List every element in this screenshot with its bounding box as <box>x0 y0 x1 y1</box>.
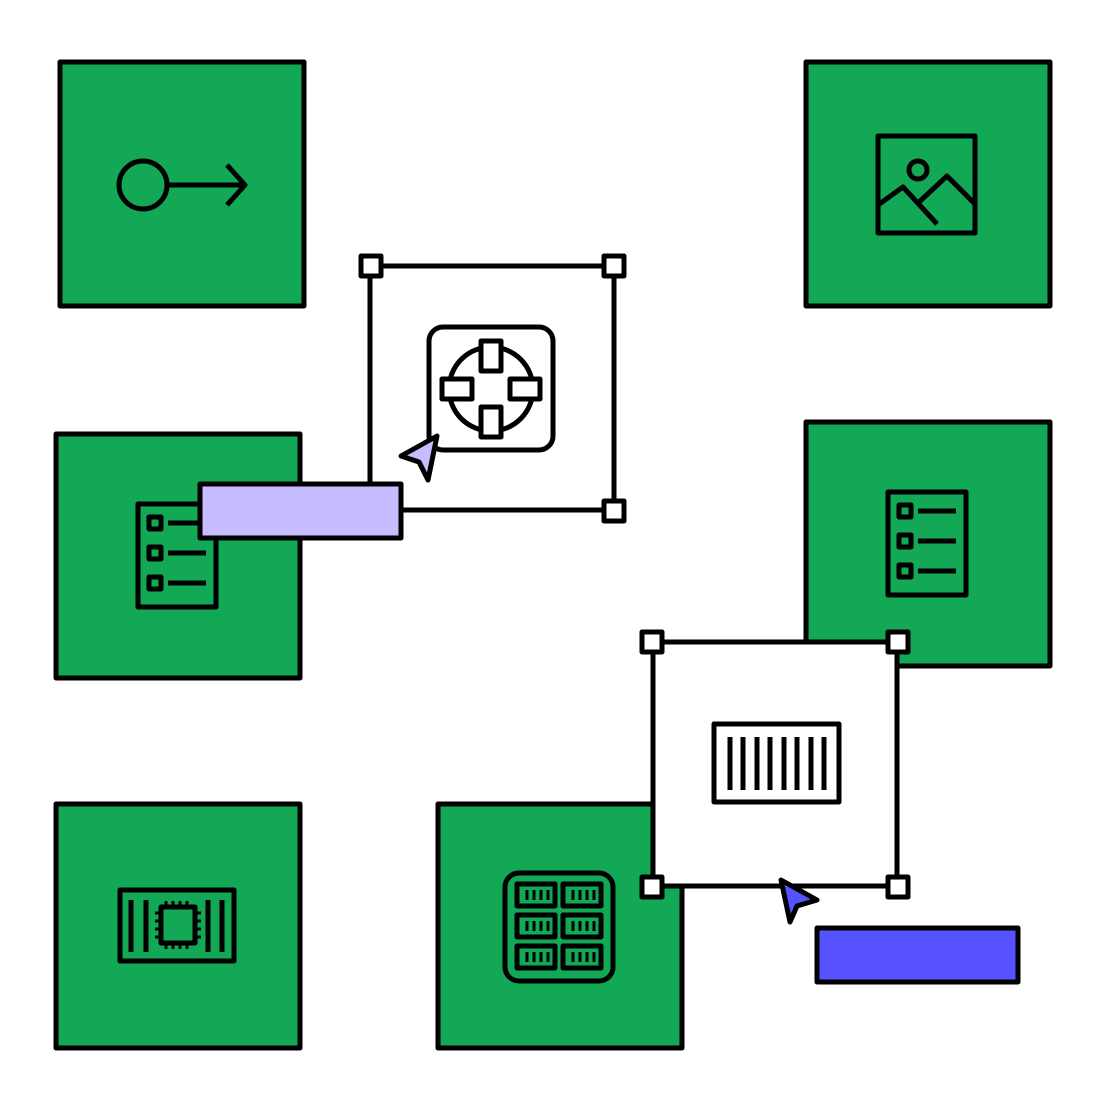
resize-handle-bottom-right[interactable] <box>601 498 627 524</box>
checklist-icon <box>885 489 969 598</box>
checklist-icon <box>135 501 219 610</box>
lifebuoy-icon <box>426 324 556 453</box>
resize-handle-bottom-right[interactable] <box>885 874 911 900</box>
tile-checklist-right[interactable] <box>803 419 1053 669</box>
cursor-arrow-icon <box>398 433 440 483</box>
tile-cpu[interactable] <box>53 801 303 1051</box>
label-bar-light-purple <box>197 481 404 541</box>
login-arrow-icon <box>116 158 248 212</box>
resize-handle-top-right[interactable] <box>885 629 911 655</box>
selection-box-lifebuoy[interactable] <box>358 253 627 524</box>
tile-checklist-left[interactable] <box>53 431 303 681</box>
resize-handle-top-right[interactable] <box>601 253 627 279</box>
resize-handle-top-left[interactable] <box>639 629 665 655</box>
server-grid-icon <box>502 870 616 984</box>
tile-server-grid[interactable] <box>435 801 685 1051</box>
resize-handle-bottom-left[interactable] <box>639 874 665 900</box>
barcode-icon <box>711 721 842 805</box>
cpu-chip-icon <box>117 887 237 964</box>
selection-box-barcode[interactable] <box>639 629 911 900</box>
image-icon <box>875 133 978 236</box>
tile-login[interactable] <box>57 59 307 309</box>
cursor-arrow-icon <box>778 877 820 925</box>
label-bar-blue <box>814 925 1021 985</box>
tile-image[interactable] <box>803 59 1053 309</box>
resize-handle-top-left[interactable] <box>358 253 384 279</box>
